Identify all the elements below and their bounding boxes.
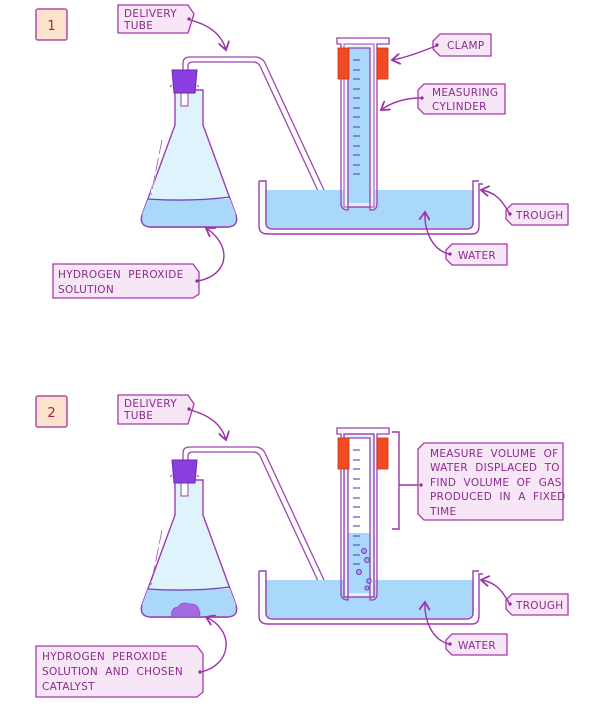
label-line: TUBE — [123, 410, 153, 422]
label-clamp: CLAMP — [392, 33, 492, 60]
label-line: WATER DISPLACED TO — [430, 462, 560, 474]
label-measurement-note: MEASURE VOLUME OF WATER DISPLACED TO FIN… — [417, 442, 566, 521]
label-line: MEASURING — [432, 87, 498, 99]
panel-number-badge: 1 — [35, 8, 68, 41]
gas-bubbles — [356, 548, 372, 591]
label-line: TIME — [429, 506, 456, 518]
measuring-cylinder — [336, 427, 390, 601]
label-line: TROUGH — [515, 600, 564, 612]
label-line: TROUGH — [515, 210, 564, 222]
label-water: WATER — [425, 212, 508, 266]
label-water: WATER — [425, 602, 508, 656]
panel-number: 1 — [47, 19, 55, 34]
label-flask-contents: HYDROGEN PEROXIDE SOLUTION — [52, 228, 225, 299]
panel-2: 2 DELIVERY TUBE HYDROGEN PEROXID — [35, 394, 569, 698]
panel-number-badge: 2 — [35, 395, 68, 428]
scale-ticks — [353, 59, 360, 175]
label-line: WATER — [458, 250, 496, 262]
scale-ticks — [353, 449, 360, 565]
label-delivery-tube: DELIVERY TUBE — [117, 394, 226, 440]
clamp-right — [376, 47, 389, 80]
label-line: SOLUTION AND CHOSEN — [42, 666, 183, 678]
label-line: DELIVERY — [124, 8, 177, 20]
label-line: PRODUCED IN A FIXED — [430, 491, 566, 503]
label-line: CATALYST — [42, 681, 95, 693]
label-line: WATER — [458, 640, 496, 652]
label-line: MEASURE VOLUME OF — [430, 448, 558, 460]
clamp-left — [337, 437, 350, 470]
clamp-left — [337, 47, 350, 80]
bung-icon — [171, 459, 198, 484]
label-line: DELIVERY — [124, 398, 177, 410]
clamp-right — [376, 437, 389, 470]
label-line: CYLINDER — [432, 101, 487, 113]
label-line: FIND VOLUME OF GAS — [430, 477, 562, 489]
label-trough: TROUGH — [481, 580, 569, 616]
panel-number: 2 — [47, 406, 55, 421]
bracket — [392, 431, 418, 530]
label-line: TUBE — [123, 20, 153, 32]
label-flask-contents: HYDROGEN PEROXIDE SOLUTION AND CHOSEN CA… — [35, 617, 227, 698]
panel-1: 1 DELIVERY TUBE — [35, 4, 569, 299]
measuring-cylinder — [336, 37, 390, 211]
label-line: HYDROGEN PEROXIDE — [42, 651, 168, 663]
label-line: HYDROGEN PEROXIDE — [58, 269, 184, 281]
conical-flask — [140, 459, 238, 618]
catalyst-powder — [171, 602, 201, 618]
label-trough: TROUGH — [481, 190, 569, 226]
conical-flask — [140, 69, 238, 228]
bung-icon — [171, 69, 198, 94]
label-delivery-tube: DELIVERY TUBE — [117, 4, 226, 50]
label-line: SOLUTION — [58, 284, 114, 296]
label-line: CLAMP — [447, 40, 485, 52]
label-measuring-cylinder: MEASURING CYLINDER — [381, 83, 506, 115]
